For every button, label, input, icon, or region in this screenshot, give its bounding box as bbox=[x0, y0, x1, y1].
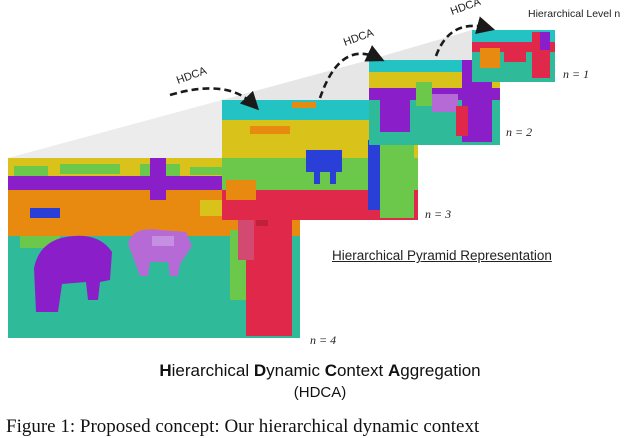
segmentation-map-level-1 bbox=[472, 30, 555, 82]
title-rest-a: ggregation bbox=[400, 361, 481, 380]
level-label-1: n = 1 bbox=[563, 67, 589, 81]
title-cap-a: A bbox=[388, 361, 401, 380]
pyramid-caption: Hierarchical Pyramid Representation bbox=[332, 248, 552, 263]
title-cap-d: D bbox=[253, 361, 267, 380]
hdca-label-2: HDCA bbox=[342, 27, 376, 49]
hierarchical-level-header: Hierarchical Level n bbox=[528, 8, 621, 20]
title-rest-c: ontext bbox=[336, 361, 389, 380]
title-rest-d: ynamic bbox=[266, 361, 325, 380]
title-cap-c: C bbox=[324, 361, 337, 380]
level-label-2: n = 2 bbox=[506, 125, 532, 139]
figure-caption: Figure 1: Proposed concept: Our hierarch… bbox=[6, 416, 480, 437]
title-cap-h: H bbox=[159, 361, 172, 380]
level-label-3: n = 3 bbox=[425, 207, 451, 221]
level-labels: n = 1 n = 2 n = 3 n = 4 bbox=[310, 67, 589, 347]
hdca-label-1: HDCA bbox=[175, 65, 209, 87]
hdca-arrows bbox=[169, 16, 496, 111]
hdca-title: Hierarchical Dynamic Context Aggregation bbox=[0, 361, 640, 381]
title-rest-h: ierarchical bbox=[171, 361, 254, 380]
hdca-abbreviation: (HDCA) bbox=[293, 384, 347, 401]
level-label-4: n = 4 bbox=[310, 333, 336, 347]
hdca-label-3: HDCA bbox=[449, 0, 483, 18]
